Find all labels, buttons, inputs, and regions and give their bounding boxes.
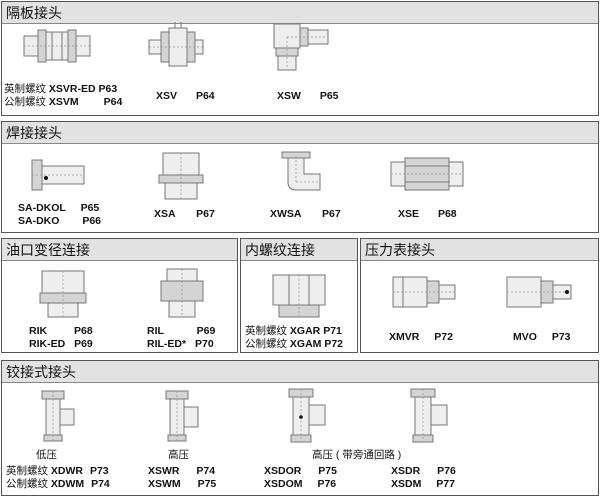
- fitting-drawing-xsdor: [285, 387, 330, 445]
- code-label-xgar: 英制螺纹 XGAR P71: [245, 325, 342, 337]
- caption-high-pressure: 高压: [168, 449, 189, 461]
- fitting-drawing-xgar: [269, 269, 329, 321]
- code-label-xwsa: XWSA P67: [270, 208, 341, 220]
- fitting-drawing-sa-dkol: [30, 156, 90, 196]
- code-label-xsv: XSV P64: [156, 90, 215, 102]
- code-label-sa-dkol: SA-DKOL P65: [18, 202, 100, 214]
- fitting-drawing-rik: [38, 267, 88, 322]
- code-label-ril-ed: RIL-ED* P70: [147, 338, 214, 350]
- code-label-xmvr: XMVR P72: [389, 331, 453, 343]
- code-label-xswm: XSWM P75: [148, 478, 217, 490]
- code-label-xsvm: 公制螺纹 XSVM P64: [4, 96, 123, 108]
- fitting-drawing-xsw: [266, 16, 331, 76]
- code-label-rik-ed: RIK-ED P69: [29, 338, 93, 350]
- code-label-xsvr-ed: 英制螺纹 XSVR-ED P63: [4, 83, 118, 95]
- fitting-drawing-ril: [157, 267, 207, 322]
- code-label-xsdor: XSDOR P75: [264, 465, 337, 477]
- code-label-sa-dko: SA-DKO P66: [18, 215, 102, 227]
- code-label-xsdr: XSDR P76: [391, 465, 456, 477]
- code-label-xsw: XSW P65: [277, 90, 339, 102]
- code-label-mvo: MVO P73: [513, 331, 571, 343]
- section-gauge: 压力表接头 XMVR P72 MVO P73: [360, 238, 599, 353]
- caption-low-pressure: 低压: [36, 449, 57, 461]
- section-title: 焊接接头: [2, 122, 598, 144]
- code-label-xdwm: 公制螺纹 XDWM P74: [6, 478, 110, 490]
- section-bulkhead: 隔板接头 英制螺纹 XSVR-ED P63 公制螺纹 XSVM P64: [1, 1, 599, 116]
- fitting-drawing-xsa: [155, 149, 210, 204]
- section-banjo: 铰接式接头 低压 英制螺纹 XDWR P73 公制螺纹 XDWM P74 高压 …: [1, 360, 599, 496]
- code-label-xgam: 公制螺纹 XGAM P72: [245, 338, 344, 350]
- code-label-xswr: XSWR P74: [148, 465, 216, 477]
- section-title: 油口变径连接: [2, 239, 237, 261]
- section-title: 压力表接头: [361, 239, 598, 261]
- fitting-drawing-mvo: [503, 271, 575, 316]
- code-label-ril: RIL P69: [147, 325, 216, 337]
- fitting-drawing-xmvr: [389, 271, 459, 316]
- section-port-reducer: 油口变径连接 RIK P68 RIK-ED P69 RIL P69 RIL-ED…: [1, 238, 238, 353]
- fitting-drawing-xsv: [145, 14, 205, 74]
- code-label-xsdom: XSDOM P76: [264, 478, 337, 490]
- section-title: 铰接式接头: [2, 361, 598, 383]
- code-label-xsdm: XSDM P77: [391, 478, 455, 490]
- caption-high-pressure-bypass: 高压 ( 带旁通回路 ): [312, 449, 402, 461]
- section-title: 内螺纹连接: [241, 239, 357, 261]
- section-weld: 焊接接头 SA-DKOL P65 SA-DKO P66 XSA P67: [1, 121, 599, 233]
- fitting-drawing-xsvr: [22, 16, 92, 71]
- code-label-rik: RIK P68: [29, 325, 93, 337]
- code-label-xsa: XSA P67: [154, 208, 215, 220]
- fitting-drawing-xdwr: [38, 389, 78, 444]
- fitting-drawing-xwsa: [274, 152, 324, 202]
- fitting-drawing-xsdr: [407, 387, 452, 445]
- fitting-drawing-xse: [387, 154, 467, 194]
- section-female-thread: 内螺纹连接 英制螺纹 XGAR P71 公制螺纹 XGAM P72: [240, 238, 358, 353]
- code-label-xdwr: 英制螺纹 XDWR P73: [6, 465, 109, 477]
- fitting-drawing-xswr: [162, 389, 202, 444]
- code-label-xse: XSE P68: [398, 208, 457, 220]
